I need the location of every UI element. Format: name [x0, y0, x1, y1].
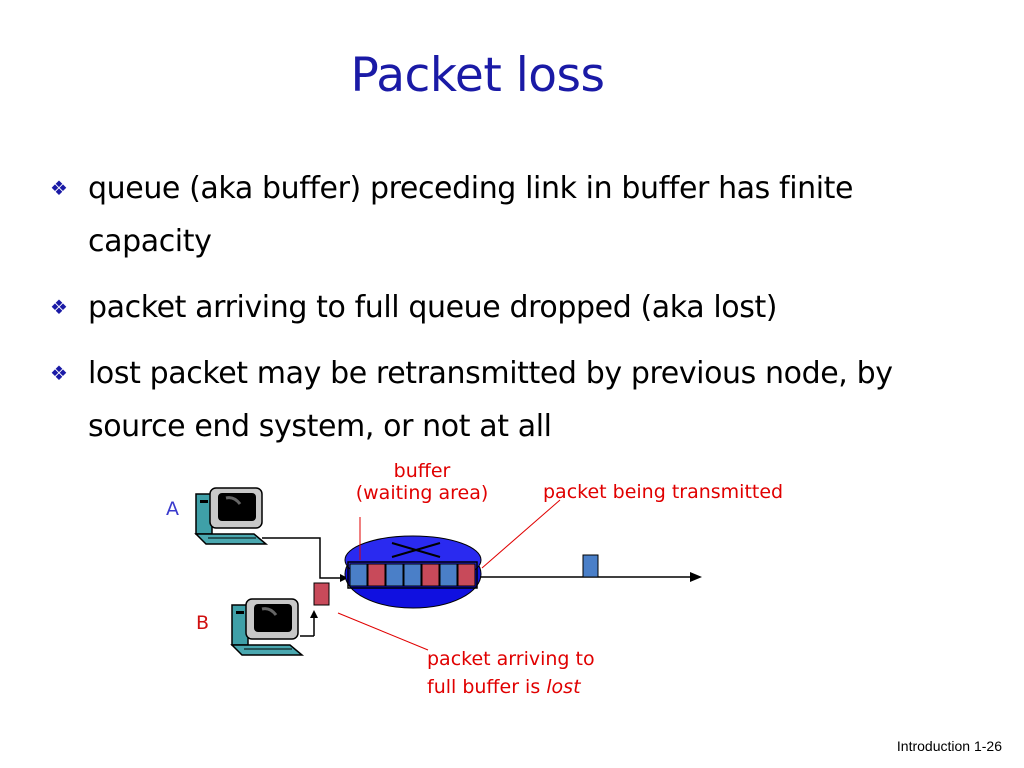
bullet-text: packet arriving to full queue dropped (a… — [88, 290, 778, 325]
lost-label-emphasis: lost — [546, 676, 581, 698]
transmitting-label: packet being transmitted — [543, 481, 784, 503]
queued-packet — [439, 563, 458, 587]
bullet-item: ❖ lost packet may be retransmitted by pr… — [48, 347, 978, 453]
bullet-list: ❖ queue (aka buffer) preceding link in b… — [48, 162, 978, 466]
slide-footer: Introduction 1-26 — [896, 738, 1002, 754]
queued-packet — [349, 563, 368, 587]
link-a — [262, 537, 348, 579]
queued-packet — [457, 563, 476, 587]
lost-pointer-line — [337, 612, 429, 651]
queued-packet — [421, 563, 440, 587]
computer-a-icon — [194, 487, 269, 545]
buffer-label-line2: (waiting area) — [355, 482, 489, 504]
bullet-text: queue (aka buffer) preceding link in buf… — [88, 171, 854, 259]
queue-outline — [347, 561, 478, 589]
lost-label-line1: packet arriving to — [427, 648, 595, 670]
lost-label: packet arriving to full buffer is lost — [427, 645, 595, 701]
diamond-bullet-icon: ❖ — [50, 361, 68, 385]
bullet-item: ❖ queue (aka buffer) preceding link in b… — [48, 162, 978, 268]
diamond-bullet-icon: ❖ — [50, 176, 68, 200]
diamond-bullet-icon: ❖ — [50, 295, 68, 319]
buffer-label-line1: buffer — [393, 460, 451, 482]
bullet-item: ❖ packet arriving to full queue dropped … — [48, 281, 978, 334]
computer-b-icon — [230, 598, 305, 656]
buffer-label: buffer (waiting area) — [334, 460, 510, 504]
host-b-label: B — [196, 612, 210, 634]
queued-packet — [367, 563, 386, 587]
queue-buffer — [347, 561, 478, 589]
queued-packet — [403, 563, 422, 587]
lost-label-prefix: full buffer is — [427, 676, 547, 698]
lost-packet — [313, 582, 330, 606]
slide-title: Packet loss — [350, 48, 606, 103]
bullet-text: lost packet may be retransmitted by prev… — [88, 356, 893, 444]
transmit-pointer-line — [481, 499, 561, 569]
lost-label-line2: full buffer is lost — [427, 673, 595, 701]
host-a-label: A — [166, 498, 179, 520]
queued-packet — [385, 563, 404, 587]
transmitting-packet — [582, 554, 599, 578]
